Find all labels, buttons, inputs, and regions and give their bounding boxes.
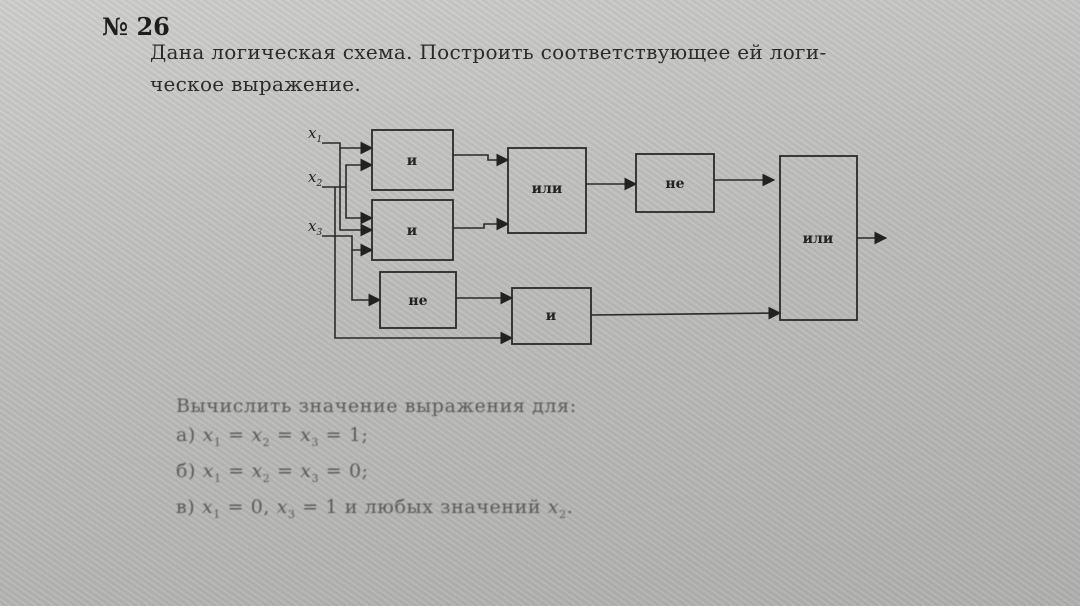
wire-x2 xyxy=(322,158,374,188)
or-gate-final xyxy=(779,155,858,321)
wire-x3-to-not xyxy=(351,250,382,307)
task-heading: Вычислить значение выражения для: xyxy=(176,395,577,417)
wire-and2-or1 xyxy=(453,217,510,231)
or-final-label: или xyxy=(803,231,834,247)
not-lower-label: не xyxy=(408,293,427,309)
not-gate-lower xyxy=(379,271,457,329)
or-first-label: или xyxy=(532,181,563,197)
task-list: Вычислить значение выражения для: а) x1 … xyxy=(176,392,577,528)
not-gate-upper xyxy=(635,153,715,213)
or-gate-first xyxy=(507,147,587,234)
statement-line-1: Дана логическая схема. Построить соответ… xyxy=(150,40,827,64)
problem-statement: Дана логическая схема. Построить соответ… xyxy=(150,36,1070,100)
and-middle-label: и xyxy=(407,223,417,239)
not-upper-label: не xyxy=(665,176,684,192)
problem-number: № 26 xyxy=(102,12,170,41)
wire-x3 xyxy=(322,235,374,257)
task-b: б) x1 = x2 = x3 = 0; xyxy=(176,459,369,485)
wire-and1-or1 xyxy=(453,153,510,167)
wire-and3-or2 xyxy=(590,306,782,320)
and-bottom-label: и xyxy=(546,308,556,324)
and-gate-bottom xyxy=(511,287,592,345)
task-a: а) x1 = x2 = x3 = 1; xyxy=(176,424,369,449)
wire-x2-to-and3 xyxy=(345,187,374,225)
wire-x1-to-and2 xyxy=(339,148,374,237)
and-gate-middle xyxy=(371,199,454,261)
input-x1-label: x1 xyxy=(308,124,322,145)
wire-x1 xyxy=(322,141,374,155)
input-x2-label: x2 xyxy=(308,168,322,189)
input-x3-label: x3 xyxy=(308,217,322,238)
and-top-label: и xyxy=(407,153,417,169)
statement-line-2: ческое выражение. xyxy=(150,72,362,96)
and-gate-top xyxy=(371,129,454,191)
task-c: в) x1 = 0, x3 = 1 и любых значений x2. xyxy=(176,495,574,521)
wire-x2-long xyxy=(334,187,514,345)
